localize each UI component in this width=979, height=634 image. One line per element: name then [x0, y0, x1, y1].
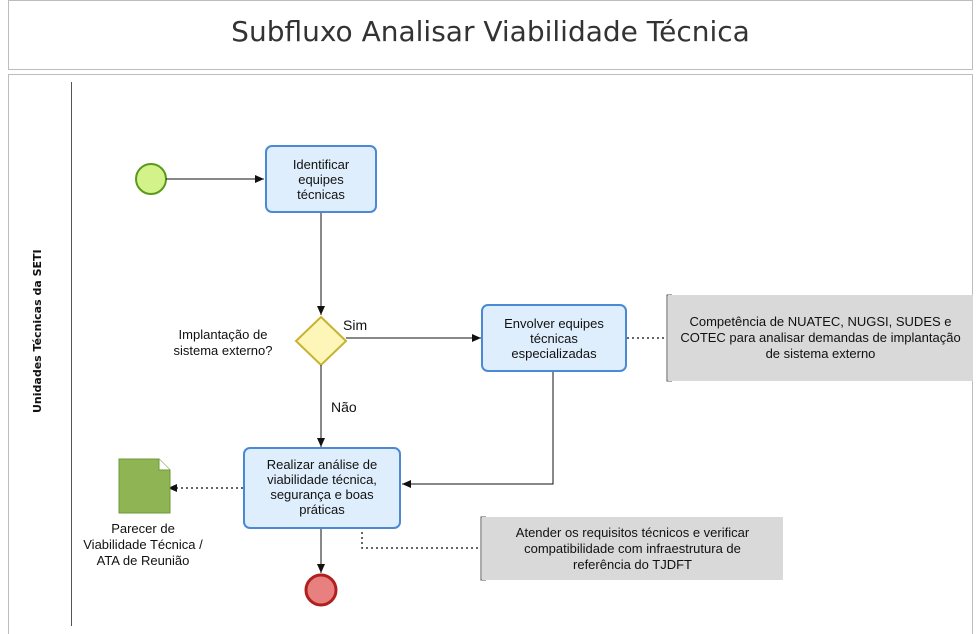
flow-involve-to-analyze	[402, 372, 554, 488]
document-label-text: Parecer de Viabilidade Técnica / ATA de …	[83, 521, 203, 568]
annotation-competence-text: Competência de NUATEC, NUGSI, SUDES e CO…	[680, 314, 961, 361]
diagram-title-box: Subfluxo Analisar Viabilidade Técnica	[8, 0, 973, 70]
task-involve-teams: Envolver equipes técnicas especializadas	[481, 304, 627, 372]
gateway-no-label: Não	[331, 399, 357, 415]
lane-separator	[71, 82, 72, 626]
task-analyze-label: Realizar análise de viabilidade técnica,…	[266, 457, 378, 517]
document-label: Parecer de Viabilidade Técnica / ATA de …	[83, 521, 203, 569]
gateway-yes-label: Sim	[343, 317, 368, 333]
end-event	[304, 573, 338, 607]
task-identify-teams: Identificar equipes técnicas	[265, 145, 377, 213]
task-identify-label: Identificar equipes técnicas	[292, 156, 350, 202]
diagram-title: Subfluxo Analisar Viabilidade Técnica	[231, 15, 750, 48]
start-event	[135, 163, 167, 195]
gateway-question: Implantação de sistema externo?	[163, 327, 283, 359]
annotation-competence: Competência de NUATEC, NUGSI, SUDES e CO…	[668, 295, 973, 381]
task-analyze-feasibility: Realizar análise de viabilidade técnica,…	[243, 447, 401, 529]
task-involve-label: Envolver equipes técnicas especializadas	[504, 315, 604, 361]
document-icon	[118, 458, 171, 514]
association-requirements	[361, 527, 481, 549]
annotation-requirements: Atender os requisitos técnicos e verific…	[482, 517, 783, 580]
gateway-diamond	[294, 315, 348, 367]
document-fold	[158, 459, 170, 471]
annotation-requirements-text: Atender os requisitos técnicos e verific…	[515, 524, 750, 572]
gateway-question-text: Implantação de sistema externo?	[173, 327, 273, 358]
